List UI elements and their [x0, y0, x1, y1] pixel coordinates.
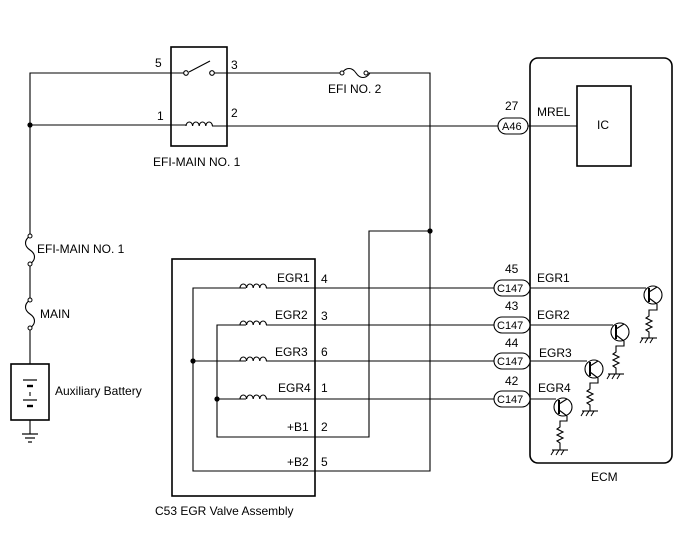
ecm-pin-45: 45	[505, 262, 519, 276]
valve-pin-5: 5	[321, 455, 328, 469]
valve-term-b2: +B2	[287, 455, 309, 469]
fuse-efi-no2-icon	[341, 67, 371, 79]
valve-term-b1: +B1	[287, 420, 309, 434]
egr-valve-box	[171, 258, 316, 497]
efi-no2-feed	[192, 72, 431, 472]
ground-icon	[22, 433, 38, 443]
mrel-pin: 27	[505, 99, 519, 113]
valve-term-egr2: EGR2	[275, 308, 308, 322]
ecm-box	[529, 57, 673, 464]
transistor-egr2-icon	[606, 322, 630, 380]
valve-term-egr3: EGR3	[275, 345, 308, 359]
valve-pin-3: 3	[321, 309, 328, 323]
ecm-pin-43: 43	[505, 299, 519, 313]
connector-a46	[497, 117, 529, 135]
connector-c147-label: C147	[497, 394, 523, 406]
relay-pin-3: 3	[231, 58, 238, 72]
transistor-egr1-icon	[639, 285, 663, 344]
fuse-main-label: MAIN	[40, 307, 70, 321]
valve-pin-1: 1	[321, 381, 328, 395]
battery-icon	[23, 379, 37, 408]
egr4-coil-icon	[239, 394, 267, 400]
egr-valve-label: C53 EGR Valve Assembly	[155, 504, 294, 518]
fuse-main-icon	[24, 299, 36, 329]
fuse-efi-no2-label: EFI NO. 2	[328, 82, 382, 96]
ecm-egr3-label: EGR3	[539, 346, 572, 360]
connector-a46-label: A46	[502, 121, 522, 133]
connector-c147-label: C147	[497, 356, 523, 368]
egr2-coil-icon	[239, 320, 267, 326]
relay-pin-2: 2	[231, 106, 238, 120]
transistor-egr4-icon	[550, 397, 573, 456]
relay-coil-icon	[185, 121, 213, 127]
valve-term-egr1: EGR1	[277, 271, 310, 285]
ecm-egr1-label: EGR1	[537, 271, 570, 285]
ecm-label: ECM	[591, 470, 618, 484]
ecm-pin-44: 44	[505, 336, 519, 350]
fuse-efi-main-no1-label: EFI-MAIN NO. 1	[37, 242, 125, 256]
relay-switch-icon	[188, 60, 211, 73]
egr1-coil-icon	[239, 283, 267, 289]
supply-rail-top	[29, 72, 184, 236]
valve-pin-6: 6	[321, 345, 328, 359]
connector-c147-label: C147	[497, 283, 523, 295]
ic-label: IC	[597, 118, 609, 132]
b1-feed	[216, 230, 430, 438]
ecm-egr2-label: EGR2	[537, 308, 570, 322]
relay-pin-1: 1	[157, 109, 164, 123]
transistor-egr3-icon	[580, 359, 604, 417]
connector-c147-label: C147	[497, 320, 523, 332]
relay-box	[170, 46, 228, 147]
valve-pin-4: 4	[321, 272, 328, 286]
battery-label: Auxiliary Battery	[55, 384, 142, 398]
ecm-pin-42: 42	[505, 374, 519, 388]
mrel-label: MREL	[537, 105, 571, 119]
fuse-efi-main-no1-icon	[24, 235, 36, 265]
relay-label: EFI-MAIN NO. 1	[153, 155, 241, 169]
relay-pin-5: 5	[155, 56, 162, 70]
valve-pin-2: 2	[321, 420, 328, 434]
ecm-egr4-label: EGR4	[538, 381, 571, 395]
valve-term-egr4: EGR4	[278, 381, 311, 395]
egr3-coil-icon	[239, 356, 267, 362]
